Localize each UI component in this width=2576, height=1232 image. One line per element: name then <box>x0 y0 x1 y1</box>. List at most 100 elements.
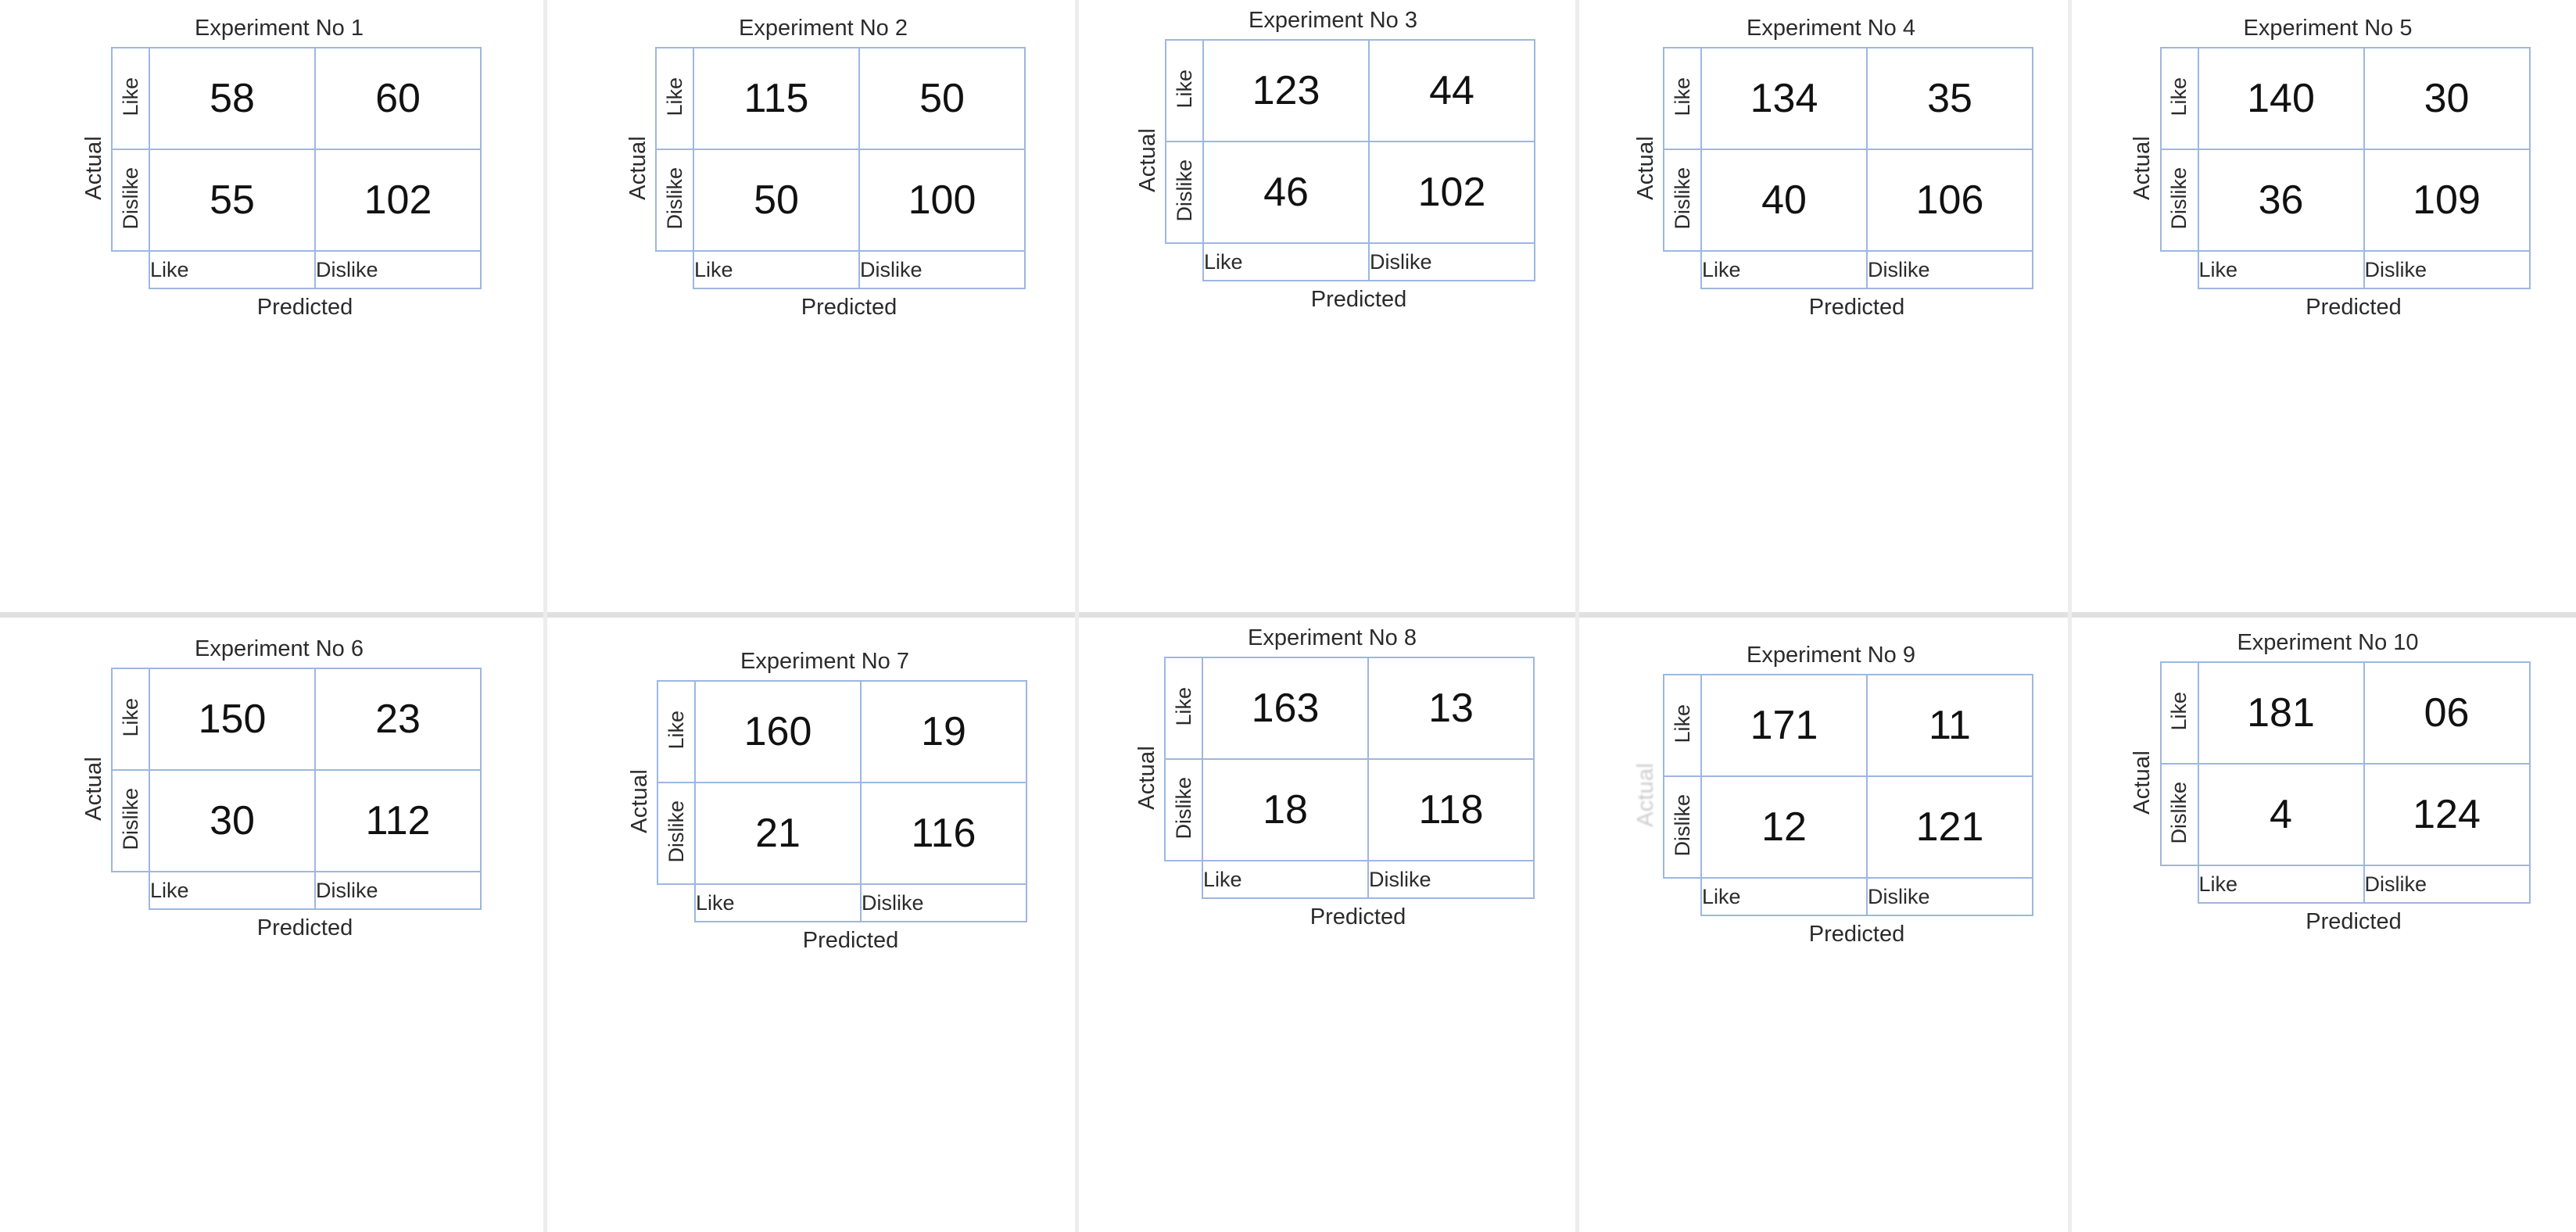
column-header-dislike: Dislike <box>860 883 1027 922</box>
table-row: Like 150 23 <box>111 668 482 771</box>
matrix-area: Actual Like 115 50 Dislike 50 100 Like <box>621 47 1026 289</box>
table-row: Like Dislike <box>112 871 482 910</box>
y-axis-text: Actual <box>81 136 106 200</box>
y-axis-text: Actual <box>2130 750 2155 815</box>
confusion-matrix-panel: Experiment No 4 Actual Like 134 35 Disli… <box>1628 17 2033 321</box>
column-header-like: Like <box>1202 242 1370 281</box>
table-row: Like Dislike <box>1664 877 2033 916</box>
matrix-area: Actual Like 160 19 Dislike 21 116 Like <box>622 680 1027 922</box>
cell-actual-like-pred-dislike: 06 <box>2363 661 2531 765</box>
cell-actual-like-pred-dislike: 11 <box>1866 674 2033 777</box>
corner-spacer <box>1664 878 1701 915</box>
table-row: Like 115 50 <box>655 47 1026 150</box>
table-row: Like Dislike <box>2161 865 2531 904</box>
matrix-table: Like 163 13 Dislike 18 118 Like Dislike <box>1164 657 1535 899</box>
row-header-like: Like <box>1663 47 1702 150</box>
table-row: Like Dislike <box>1664 250 2033 289</box>
cell-actual-like-pred-like: 140 <box>2197 47 2365 150</box>
cell-actual-like-pred-like: 58 <box>149 47 316 150</box>
table-row: Dislike 50 100 <box>655 149 1026 252</box>
cell-actual-dislike-pred-dislike: 102 <box>314 149 482 252</box>
panel-container-9: Experiment No 9 Actual Like 171 11 Disli… <box>1579 618 2072 1232</box>
table-row: Like 163 13 <box>1164 657 1535 760</box>
confusion-matrix-panel: Experiment No 6 Actual Like 150 23 Disli… <box>77 638 482 941</box>
y-axis-text: Actual <box>625 136 650 200</box>
column-header-dislike: Dislike <box>314 871 482 910</box>
matrix-table: Like 181 06 Dislike 4 124 Like Dislike <box>2159 661 2531 904</box>
corner-spacer <box>657 884 695 922</box>
matrix-area: Actual Like 150 23 Dislike 30 112 Like <box>77 668 482 910</box>
column-header-like: Like <box>2197 865 2365 904</box>
panel-title: Experiment No 9 <box>1747 643 1915 668</box>
y-axis-text: Actual <box>2130 136 2155 200</box>
panel-container-8: Experiment No 8 Actual Like 163 13 Disli… <box>1079 618 1579 1232</box>
matrix-table: Like 58 60 Dislike 55 102 Like Dislike <box>111 47 482 289</box>
panel-container-5: Experiment No 5 Actual Like 140 30 Disli… <box>2072 0 2576 618</box>
row-header-dislike: Dislike <box>657 782 696 885</box>
panel-container-10: Experiment No 10 Actual Like 181 06 Disl… <box>2072 618 2576 1232</box>
y-axis-label: Actual <box>621 47 655 289</box>
cell-actual-dislike-pred-dislike: 109 <box>2363 149 2531 252</box>
row-header-like: Like <box>2159 661 2199 765</box>
x-axis-label: Predicted <box>801 295 897 320</box>
cell-actual-like-pred-like: 123 <box>1202 39 1370 142</box>
cell-actual-dislike-pred-dislike: 106 <box>1866 149 2033 252</box>
y-axis-label: Actual <box>622 680 657 922</box>
panel-container-2: Experiment No 2 Actual Like 115 50 Disli… <box>547 0 1079 618</box>
cell-actual-like-pred-like: 150 <box>149 668 316 771</box>
cell-actual-dislike-pred-dislike: 102 <box>1368 141 1535 244</box>
corner-spacer <box>1165 861 1202 898</box>
cell-actual-dislike-pred-dislike: 116 <box>860 782 1027 885</box>
y-axis-label: Actual <box>77 668 111 910</box>
cell-actual-like-pred-like: 163 <box>1202 657 1369 760</box>
cell-actual-like-pred-like: 134 <box>1700 47 1868 150</box>
row-header-like: Like <box>111 47 150 150</box>
table-row: Like 181 06 <box>2159 661 2531 765</box>
cell-actual-dislike-pred-dislike: 121 <box>1866 775 2033 879</box>
column-header-dislike: Dislike <box>314 250 482 289</box>
cell-actual-dislike-pred-dislike: 112 <box>314 769 482 872</box>
cell-actual-dislike-pred-like: 50 <box>693 149 860 252</box>
cell-actual-dislike-pred-like: 46 <box>1202 141 1370 244</box>
matrix-table: Like 123 44 Dislike 46 102 Like Dislike <box>1165 39 1535 281</box>
cell-actual-like-pred-dislike: 30 <box>2363 47 2531 150</box>
row-header-dislike: Dislike <box>111 149 150 252</box>
table-row: Like Dislike <box>1166 242 1535 281</box>
panel-title: Experiment No 4 <box>1747 16 1915 41</box>
column-header-dislike: Dislike <box>1866 877 2033 916</box>
row-header-like: Like <box>1165 39 1204 142</box>
cell-actual-dislike-pred-like: 30 <box>149 769 316 872</box>
cell-actual-dislike-pred-dislike: 124 <box>2363 763 2531 866</box>
matrix-table: Like 134 35 Dislike 40 106 Like Dislike <box>1663 47 2033 289</box>
row-header-like: Like <box>1164 657 1203 760</box>
column-header-like: Like <box>149 250 316 289</box>
matrix-table: Like 171 11 Dislike 12 121 Like Dislike <box>1663 674 2033 916</box>
panel-container-3: Experiment No 3 Actual Like 123 44 Disli… <box>1079 0 1579 618</box>
matrix-table: Like 160 19 Dislike 21 116 Like Dislike <box>657 680 1027 922</box>
panel-container-4: Experiment No 4 Actual Like 134 35 Disli… <box>1579 0 2072 618</box>
panel-title: Experiment No 2 <box>739 16 908 41</box>
y-axis-label: Actual <box>1130 39 1165 281</box>
cell-actual-like-pred-like: 181 <box>2197 661 2365 765</box>
table-row: Dislike 46 102 <box>1165 141 1535 244</box>
confusion-matrix-panel: Experiment No 10 Actual Like 181 06 Disl… <box>2126 632 2531 935</box>
confusion-matrix-panel: Experiment No 8 Actual Like 163 13 Disli… <box>1130 627 1535 930</box>
table-row: Dislike 40 106 <box>1663 149 2033 252</box>
row-header-dislike: Dislike <box>1165 141 1204 244</box>
table-row: Like Dislike <box>1165 860 1535 899</box>
table-row: Dislike 36 109 <box>2159 149 2531 252</box>
panel-title: Experiment No 6 <box>195 636 364 661</box>
y-axis-text: Actual <box>1632 763 1658 827</box>
table-row: Dislike 12 121 <box>1663 775 2033 879</box>
cell-actual-dislike-pred-dislike: 118 <box>1367 758 1535 861</box>
cell-actual-like-pred-dislike: 19 <box>860 680 1027 783</box>
table-row: Like Dislike <box>2161 250 2531 289</box>
y-axis-text: Actual <box>626 769 652 833</box>
panel-container-1: Experiment No 1 Actual Like 58 60 Dislik… <box>0 0 547 618</box>
matrix-table: Like 115 50 Dislike 50 100 Like Dislike <box>655 47 1026 289</box>
cell-actual-like-pred-dislike: 13 <box>1367 657 1535 760</box>
row-header-dislike: Dislike <box>2159 149 2199 252</box>
confusion-matrix-panel: Experiment No 1 Actual Like 58 60 Dislik… <box>77 17 482 321</box>
column-header-dislike: Dislike <box>858 250 1026 289</box>
confusion-matrix-panel: Experiment No 9 Actual Like 171 11 Disli… <box>1628 644 2033 947</box>
